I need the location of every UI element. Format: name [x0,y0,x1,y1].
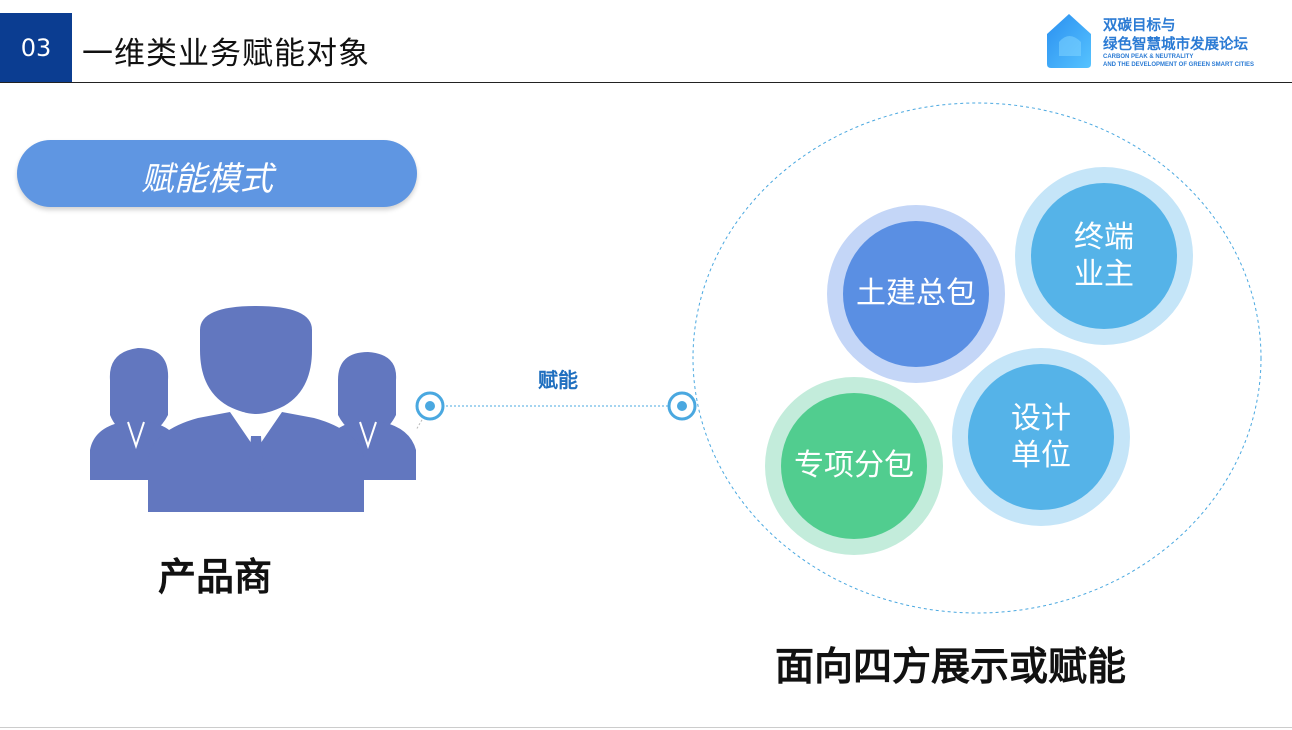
people-group-icon [90,306,416,512]
enablement-connector [415,391,697,430]
target-design-bubble: 设计 单位 [952,348,1130,526]
target-owner-bubble: 终端 业主 [1015,167,1193,345]
logo-english-line1: CARBON PEAK & NEUTRALITY [1103,54,1194,60]
targets-summary-label: 面向四方展示或赋能 [775,645,1127,690]
section-number-badge: 03 [0,13,72,82]
forum-logo: 双碳目标与 绿色智慧城市发展论坛 CARBON PEAK & NEUTRALIT… [1043,12,1288,72]
footer-divider [0,727,1292,728]
target-owner-label: 终端 业主 [1031,183,1177,329]
connector-start-node-icon [415,391,445,421]
mode-label: 赋能模式 [141,159,273,198]
target-construction-label: 土建总包 [843,221,989,367]
connector-label: 赋能 [538,368,578,392]
producer-label: 产品商 [158,555,273,599]
mode-pill [17,140,417,207]
header: 03 一维类业务赋能对象 双碳目标与 绿色智慧城市发展论坛 CARBON PEA… [0,0,1292,84]
page-title: 一维类业务赋能对象 [82,36,370,72]
target-special-label: 专项分包 [781,393,927,539]
target-construction-bubble: 土建总包 [827,205,1005,383]
logo-title-line2: 绿色智慧城市发展论坛 [1103,37,1248,53]
targets-group-circle [692,102,1262,614]
header-divider [0,82,1292,83]
logo-title-line1: 双碳目标与 [1103,18,1176,34]
house-logo-icon [1047,14,1091,68]
target-special-bubble: 专项分包 [765,377,943,555]
connector-end-node-icon [667,391,697,421]
target-design-label: 设计 单位 [968,364,1114,510]
logo-english-line2: AND THE DEVELOPMENT OF GREEN SMART CITIE… [1103,62,1255,68]
